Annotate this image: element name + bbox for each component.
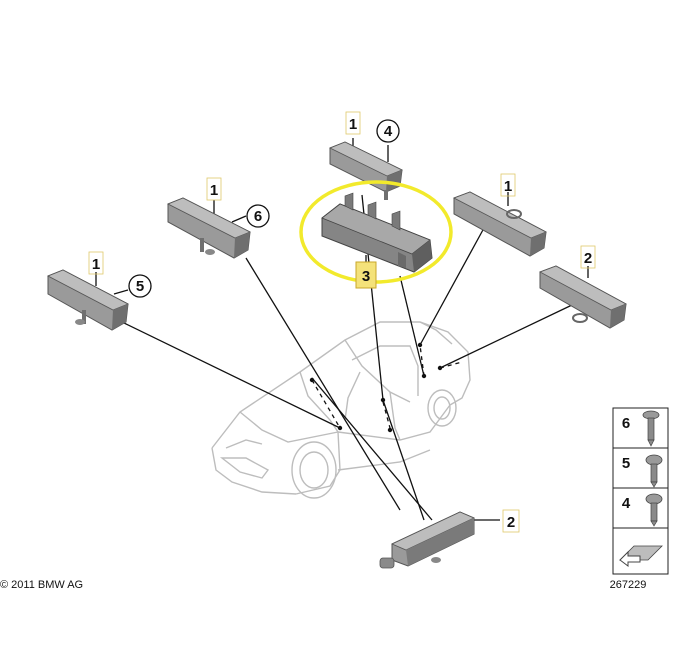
leader-lines [95, 138, 589, 521]
screw-6-icon [642, 410, 660, 447]
arrow-icon [619, 545, 663, 567]
label-left-lower-part: 1 [92, 256, 100, 273]
screw-4-icon [645, 493, 663, 527]
label-top-center-screw: 4 [384, 123, 393, 140]
part-top-center [329, 141, 403, 200]
leader-line-dashes [311, 344, 463, 429]
leader-dots [309, 342, 443, 433]
label-left-upper-screw: 6 [254, 208, 262, 225]
label-right-upper-part: 1 [504, 178, 512, 195]
label-bottom-part: 2 [507, 514, 515, 531]
car-outline [211, 321, 471, 499]
callout-labels: 1 4 1 6 1 5 3 1 2 2 [88, 111, 596, 533]
label-highlighted-part: 3 [362, 268, 370, 285]
part-right-lower [539, 265, 627, 329]
part-left-upper [167, 197, 251, 259]
label-top-center-part: 1 [349, 116, 357, 133]
legend-label-4: 4 [622, 495, 631, 512]
screw-5-icon [645, 454, 663, 488]
part-left-lower [47, 269, 129, 331]
screw-legend: 6 5 4 [612, 407, 669, 575]
part-right-upper [453, 191, 547, 257]
label-right-lower-part: 2 [584, 250, 592, 267]
diagram-number: 267229 [610, 579, 647, 591]
label-left-lower-screw: 5 [136, 278, 144, 295]
legend-label-6: 6 [622, 415, 630, 432]
part-highlighted [321, 192, 433, 273]
part-bottom [379, 511, 475, 569]
label-left-upper-part: 1 [210, 182, 218, 199]
legend-label-5: 5 [622, 455, 630, 472]
copyright-text: © 2011 BMW AG [0, 579, 83, 591]
